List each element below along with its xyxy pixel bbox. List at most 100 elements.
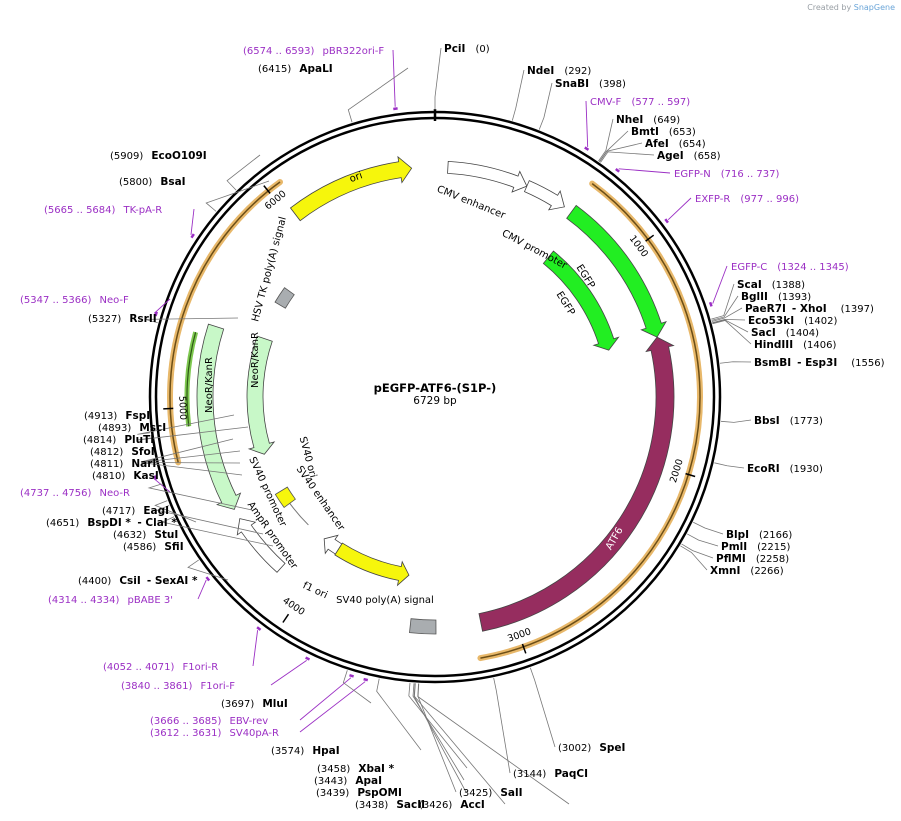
primer-mark	[664, 218, 669, 224]
site-position: (1402)	[804, 316, 837, 327]
site-eagi[interactable]: (4717)EagI	[102, 505, 169, 517]
site-position: (653)	[669, 127, 696, 138]
feature-egfp-3[interactable]	[542, 250, 620, 351]
site-eco53ki[interactable]: (1402)Eco53kI	[748, 315, 837, 327]
site-bbsi[interactable]: (1773)BbsI	[754, 415, 823, 427]
primer-labels: pBR322ori-F(6574 .. 6593) CMV-F(577 .. 59…	[20, 46, 849, 739]
site-name: PmlI	[721, 541, 747, 553]
primer-neo-f[interactable]: Neo-F(5347 .. 5366)	[20, 295, 129, 306]
site-pcii[interactable]: (0)PciI	[444, 43, 490, 55]
site-apali[interactable]: (6415)ApaLI	[258, 63, 333, 75]
site-acci[interactable]: (3426)AccI	[419, 799, 485, 811]
site-xmni[interactable]: (2266)XmnI	[710, 565, 784, 577]
site-position: (5327)	[88, 314, 121, 325]
primer-egfp-c[interactable]: EGFP-C(1324 .. 1345)	[731, 262, 849, 273]
site-name: NdeI	[527, 65, 554, 77]
site-name: PaeR7I	[745, 303, 786, 315]
primer-egfp-n[interactable]: EGFP-N(716 .. 737)	[674, 169, 780, 180]
site-paqci[interactable]: (3144)PaqCI	[513, 768, 588, 780]
primer-marks	[153, 49, 728, 733]
site-name: PluTI	[124, 434, 154, 446]
primer-mark	[154, 311, 158, 317]
feature-neor-kanr-12[interactable]	[246, 335, 276, 455]
feature-sv40-ori-10[interactable]	[274, 486, 296, 509]
site-name: CsiI	[119, 575, 140, 587]
feature-ori-14[interactable]	[289, 155, 413, 222]
primer-pbr322ori-f[interactable]: pBR322ori-F(6574 .. 6593)	[243, 46, 384, 57]
orf-arcs	[167, 179, 703, 662]
primer-f1ori-r[interactable]: F1ori-R(4052 .. 4071)	[103, 662, 218, 673]
primer-pbabe-3[interactable]: pBABE 3'(4314 .. 4334)	[48, 595, 173, 606]
primer-tk-pa-r[interactable]: TK-pA-R(5665 .. 5684)	[44, 205, 162, 216]
primer-range: (977 .. 996)	[740, 194, 799, 205]
primer-mark	[349, 673, 354, 678]
feature-cmv-promoter-1[interactable]	[523, 180, 565, 211]
site-spei[interactable]: (3002)SpeI	[558, 742, 625, 754]
site-name: BbsI	[754, 415, 780, 427]
primer-cmv-f[interactable]: CMV-F(577 .. 597)	[590, 97, 690, 108]
site-hindiii[interactable]: (1406)HindIII	[754, 339, 836, 351]
site-mlui[interactable]: (3697)MluI	[221, 698, 288, 710]
site-rsrii[interactable]: (5327)RsrII	[88, 313, 157, 325]
site-xbai[interactable]: (3458)XbaI *	[317, 763, 395, 775]
site-ndei[interactable]: (292) NdeI	[527, 65, 591, 77]
site-scai[interactable]: (1388)ScaI	[737, 279, 805, 291]
site-position: (4810)	[92, 471, 125, 482]
site-position: (292)	[564, 66, 591, 77]
feature-f1-ori-6[interactable]	[334, 542, 410, 587]
site-msci[interactable]: (4893)MscI	[98, 422, 166, 434]
site-csii[interactable]: (4400)CsiI- SexAI *	[78, 575, 198, 587]
site-sali[interactable]: (3425)SalI	[459, 787, 523, 799]
site-nhei[interactable]: (649)NheI	[616, 114, 680, 126]
site-bsmbi[interactable]: (1556)BsmBI- Esp3I	[754, 357, 885, 369]
site-position: (1397)	[841, 304, 874, 315]
leader-line	[687, 533, 719, 547]
site-blpi[interactable]: (2166)BlpI	[726, 529, 792, 541]
feature-sv40-promoter-8[interactable]	[236, 518, 286, 573]
feature-sv40-poly-a-signal-5[interactable]	[409, 618, 437, 635]
primer-ebv-rev[interactable]: EBV-rev(3666 .. 3685)	[150, 716, 268, 727]
feature-ampr-promoter-7[interactable]	[323, 534, 343, 555]
site-agei[interactable]: (658)AgeI	[657, 150, 721, 162]
site-nari[interactable]: (4811)NarI	[90, 458, 156, 470]
primer-neo-r[interactable]: Neo-R(4737 .. 4756)	[20, 488, 130, 499]
site-afei[interactable]: (654)AfeI	[645, 138, 706, 150]
site-bglii[interactable]: (1393)BglII	[741, 291, 811, 303]
site-sfoi[interactable]: (4812)SfoI	[90, 446, 155, 458]
site-stui[interactable]: (4632)StuI	[113, 529, 178, 541]
primer-exfp-r[interactable]: EXFP-R(977 .. 996)	[695, 194, 799, 205]
site-ecoo109i[interactable]: (5909)EcoO109I	[110, 150, 207, 162]
site-apai[interactable]: (3443)ApaI	[314, 775, 382, 787]
feature-neor-kanr-11[interactable]	[196, 323, 242, 510]
leader-line	[693, 521, 724, 535]
feature-egfp-2[interactable]	[566, 204, 667, 338]
primer-name: TK-pA-R	[123, 205, 163, 216]
site-kasi[interactable]: (4810)KasI	[92, 470, 159, 482]
site-name-2: - Esp3I	[797, 357, 837, 369]
site-sacii[interactable]: (3438)SacII	[355, 799, 425, 811]
site-ecori[interactable]: (1930)EcoRI	[747, 463, 823, 475]
primer-leader	[667, 197, 692, 220]
site-bsai[interactable]: (5800)BsaI	[119, 176, 186, 188]
site-pspomi[interactable]: (3439)PspOMI	[316, 787, 402, 799]
primer-sv40pa-r[interactable]: SV40pA-R(3612 .. 3631)	[150, 728, 279, 739]
feature-hsv-tk-poly-a-signal-13[interactable]	[274, 287, 295, 309]
site-pmli[interactable]: (2215)PmlI	[721, 541, 791, 553]
feature-atf6-4[interactable]	[478, 336, 675, 632]
site-sfii[interactable]: (4586)SfiI	[123, 541, 184, 553]
site-name: MscI	[139, 422, 166, 434]
site-saci[interactable]: (1404)SacI	[751, 327, 819, 339]
leader-line	[712, 320, 752, 345]
site-pflmi[interactable]: (2258)PflMI	[716, 553, 789, 565]
site-snabi[interactable]: (398)SnaBI	[555, 78, 626, 90]
site-bspdi[interactable]: (4651)BspDI *- ClaI *	[46, 517, 177, 529]
leader-line	[226, 154, 261, 191]
site-hpai[interactable]: (3574)HpaI	[271, 745, 340, 757]
primer-f1ori-f[interactable]: F1ori-F(3840 .. 3861)	[121, 681, 235, 692]
site-paer7i[interactable]: (1397)PaeR7I- XhoI	[745, 303, 874, 315]
site-bmti[interactable]: (653)BmtI	[631, 126, 696, 138]
tick-label: 5000	[176, 396, 188, 421]
site-fspi[interactable]: (4913)FspI	[84, 410, 150, 422]
site-pluti[interactable]: (4814)PluTI	[83, 434, 154, 446]
feature-cmv-enhancer-0[interactable]	[447, 160, 528, 193]
